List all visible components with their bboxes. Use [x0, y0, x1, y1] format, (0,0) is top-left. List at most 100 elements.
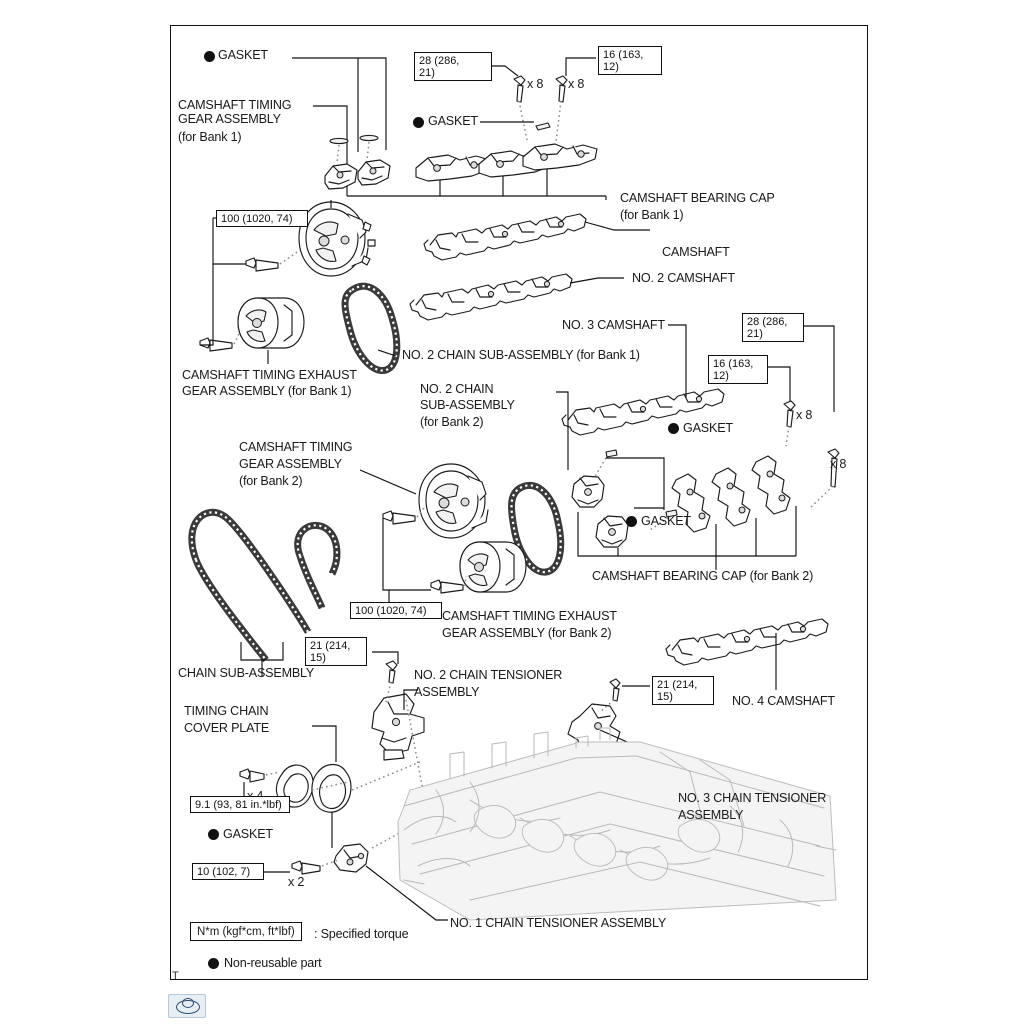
engine-cylinder-head-illustration	[397, 727, 837, 921]
label-no2-chain-sub-bank2-line3: (for Bank 2)	[420, 415, 484, 429]
torque-10-no1-line1: 10 (102, 7)	[197, 866, 251, 878]
label-gasket-top: GASKET	[218, 48, 268, 62]
legend-nonreusable-dot	[208, 958, 219, 969]
torque-28-top-line1: 28 (286,	[419, 55, 460, 67]
torque-100-bank2-line1: 100 (1020, 74)	[355, 605, 427, 617]
nonreusable-dot-gasket-cover	[208, 829, 219, 840]
torque-leaders-top	[492, 57, 596, 77]
legend-torque-symbol: N*m (kgf*cm, ft*lbf)	[197, 926, 295, 938]
no2-chain-tensioner-assembly	[371, 651, 431, 829]
gear-bolts-bank2	[382, 507, 467, 610]
label-gasket-bank2-lower: GASKET	[641, 514, 691, 528]
camshaft-bank1-upper	[423, 213, 650, 261]
bolts-top	[513, 75, 568, 143]
label-gasket-bank2-upper: GASKET	[683, 421, 733, 435]
chain-sub-assembly	[188, 508, 341, 676]
label-cam-timing-gear-bank2-line2: GEAR ASSEMBLY	[239, 457, 342, 471]
torque-box-21-no3: 21 (214,15)	[652, 676, 714, 705]
label-gasket-cover: GASKET	[223, 827, 273, 841]
label-chain-sub-assembly: CHAIN SUB-ASSEMBLY	[178, 666, 315, 680]
torque-box-100-bank2: 100 (1020, 74)	[350, 602, 442, 619]
qty-top-left: x 8	[527, 77, 544, 91]
leader-lines-top	[292, 57, 607, 200]
bolts-bank2	[767, 325, 840, 509]
camshaft-no4	[665, 618, 829, 690]
gear-bolts-bank1	[199, 217, 301, 352]
corner-mark: T	[172, 970, 179, 982]
label-camshaft-timing-gear-bank1-line3: (for Bank 1)	[178, 130, 242, 144]
label-timing-chain-cover-line1: TIMING CHAIN	[184, 704, 269, 718]
torque-16-bank2-line2: 12)	[713, 370, 729, 382]
timing-chain-cover-plate	[208, 725, 421, 848]
camshaft-timing-exhaust-gear-bank2	[459, 541, 527, 593]
bank1-front-bearing-caps	[324, 134, 391, 190]
torque-box-28-top: 28 (286,21)	[414, 52, 492, 81]
label-no3-camshaft: NO. 3 CAMSHAFT	[562, 318, 665, 332]
label-camshaft-bearing-cap-bank1-line2: (for Bank 1)	[620, 208, 684, 222]
label-no3-chain-tensioner-line2: ASSEMBLY	[678, 808, 744, 822]
torque-16-top-line1: 16 (163,	[603, 49, 644, 61]
bank2-bearing-caps	[571, 449, 797, 570]
label-no2-chain-sub-bank2-line2: SUB-ASSEMBLY	[420, 398, 515, 412]
label-camshaft: CAMSHAFT	[662, 245, 730, 259]
torque-box-10-no1: 10 (102, 7)	[192, 863, 264, 880]
camshaft-timing-exhaust-gear-bank1	[237, 297, 305, 364]
toyota-emblem-icon	[168, 994, 206, 1018]
torque-box-21-no2: 21 (214,15)	[305, 637, 367, 666]
qty-top-right: x 8	[568, 77, 585, 91]
label-no2-chain-tensioner-line1: NO. 2 CHAIN TENSIONER	[414, 668, 563, 682]
nonreusable-dot-gasket-b2-upper	[668, 423, 679, 434]
label-timing-chain-cover-line2: COVER PLATE	[184, 721, 270, 735]
torque-box-91-cover: 9.1 (93, 81 in.*lbf)	[190, 796, 290, 813]
label-cam-timing-gear-bank2-line1: CAMSHAFT TIMING	[239, 440, 353, 454]
nonreusable-dot-gasket-bearing-b1	[413, 117, 424, 128]
label-no2-camshaft: NO. 2 CAMSHAFT	[632, 271, 735, 285]
label-gasket-bearing-bank1: GASKET	[428, 114, 478, 128]
torque-28-top-line2: 21)	[419, 67, 435, 79]
camshaft-timing-gear-bank2	[359, 463, 489, 539]
label-camshaft-timing-gear-bank1-line2: GEAR ASSEMBLY	[178, 112, 281, 126]
torque-21-no2-line1: 21 (214,	[310, 640, 351, 652]
nonreusable-dot-gasket-top	[204, 51, 215, 62]
label-no4-camshaft: NO. 4 CAMSHAFT	[732, 694, 835, 708]
camshaft-bank2-upper	[561, 324, 725, 436]
legend-nonreusable-text: Non-reusable part	[224, 956, 322, 970]
label-camshaft-bearing-cap-bank2: CAMSHAFT BEARING CAP (for Bank 2)	[592, 569, 814, 583]
torque-21-no3-line1: 21 (214,	[657, 679, 698, 691]
label-camshaft-timing-gear-bank1-line1: CAMSHAFT TIMING	[178, 98, 292, 112]
label-cam-timing-exhaust-bank2-line2: GEAR ASSEMBLY (for Bank 2)	[442, 626, 612, 640]
camshaft-timing-gear-bank1	[298, 200, 376, 277]
torque-box-16-top: 16 (163,12)	[598, 46, 662, 75]
label-cam-timing-exhaust-bank2-line1: CAMSHAFT TIMING EXHAUST	[442, 609, 617, 623]
torque-box-16-bank2: 16 (163,12)	[708, 355, 768, 384]
label-camshaft-bearing-cap-bank1-line1: CAMSHAFT BEARING CAP	[620, 191, 775, 205]
qty-no1: x 2	[288, 875, 305, 889]
legend-torque-symbol-box: N*m (kgf*cm, ft*lbf)	[190, 922, 302, 941]
torque-box-100-bank1: 100 (1020, 74)	[216, 210, 308, 227]
label-no2-chain-tensioner-line2: ASSEMBLY	[414, 685, 480, 699]
torque-box-28-bank2: 28 (286,21)	[742, 313, 804, 342]
torque-28-bank2-line1: 28 (286,	[747, 316, 788, 328]
label-no1-chain-tensioner: NO. 1 CHAIN TENSIONER ASSEMBLY	[450, 916, 667, 930]
label-cam-timing-exhaust-bank1-line2: GEAR ASSEMBLY (for Bank 1)	[182, 384, 352, 398]
label-no2-chain-sub-bank1: NO. 2 CHAIN SUB-ASSEMBLY (for Bank 1)	[402, 348, 640, 362]
bank1-bearing-cap-row	[415, 121, 598, 196]
torque-16-bank2-line1: 16 (163,	[713, 358, 754, 370]
no2-chain-sub-assembly-bank1	[341, 282, 401, 374]
torque-100-bank1-line1: 100 (1020, 74)	[221, 213, 293, 225]
label-no2-chain-sub-bank2-line1: NO. 2 CHAIN	[420, 382, 494, 396]
label-cam-timing-gear-bank2-line3: (for Bank 2)	[239, 474, 303, 488]
emblem-inner-oval	[182, 998, 194, 1008]
torque-28-bank2-line2: 21)	[747, 328, 763, 340]
torque-16-top-line2: 12)	[603, 61, 619, 73]
qty-bank2-lower: x 8	[830, 457, 847, 471]
torque-21-no3-line2: 15)	[657, 691, 673, 703]
nonreusable-dot-gasket-b2-lower	[626, 516, 637, 527]
no1-chain-tensioner-assembly	[262, 821, 448, 921]
label-cam-timing-exhaust-bank1-line1: CAMSHAFT TIMING EXHAUST	[182, 368, 357, 382]
camshaft-bank1-lower	[409, 273, 624, 321]
legend-torque-text: : Specified torque	[314, 927, 409, 941]
torque-21-no2-line2: 15)	[310, 652, 326, 664]
